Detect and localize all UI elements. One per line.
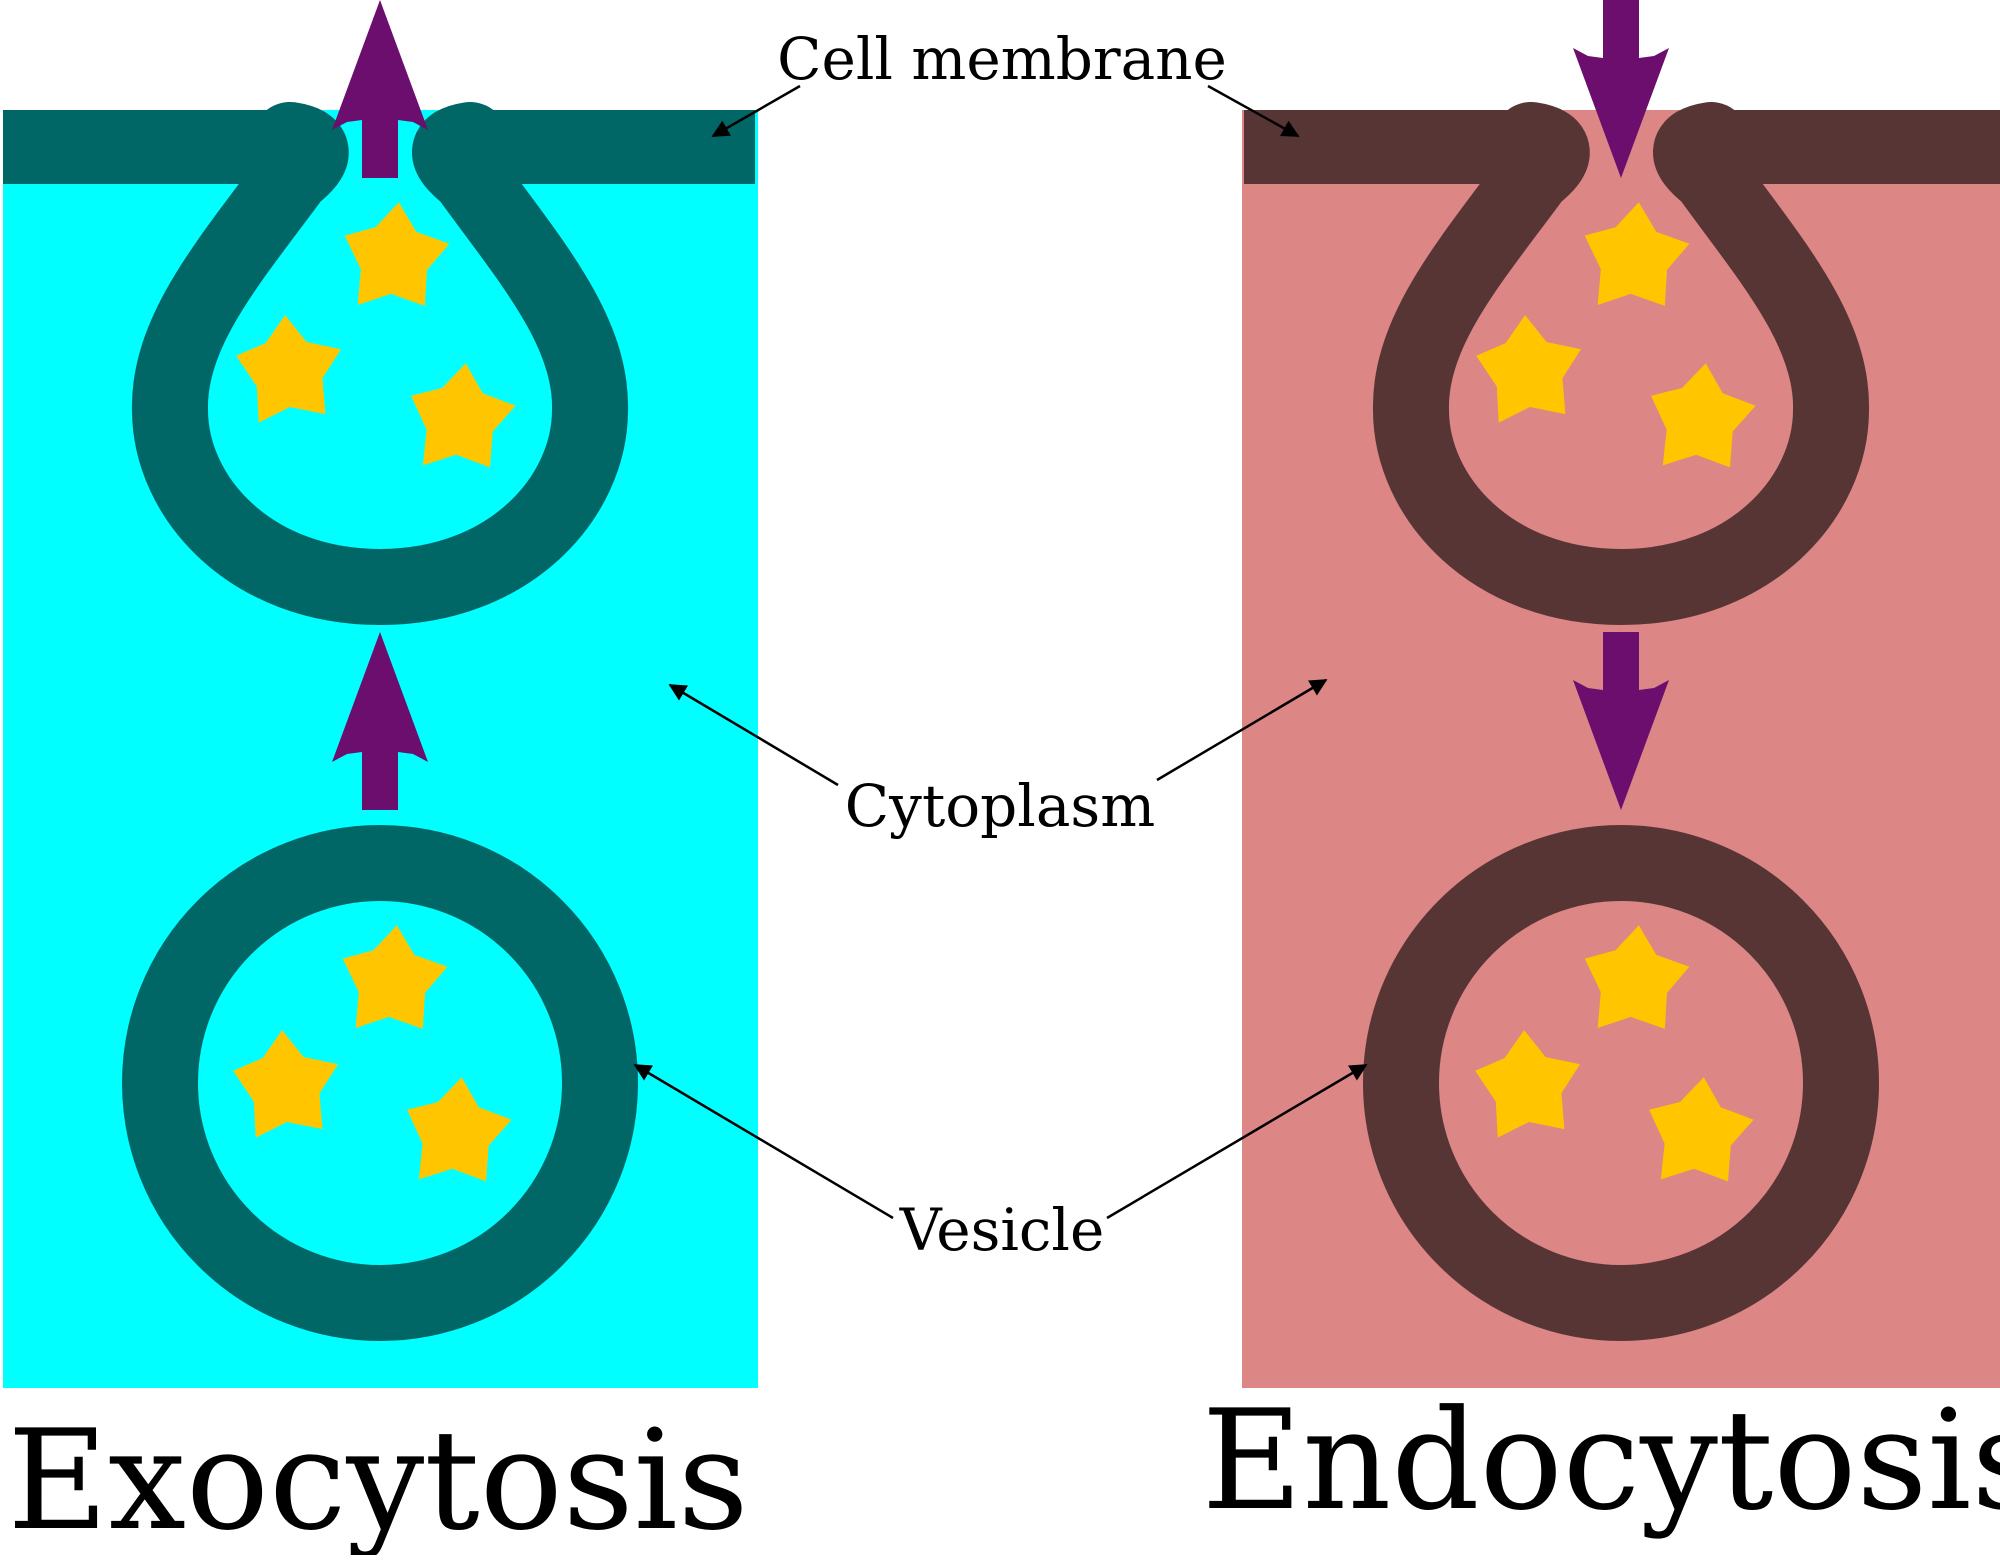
arrow-up-icon xyxy=(332,632,428,810)
endo-membrane-right xyxy=(1706,110,2000,184)
title-endocytosis: Endocytosis xyxy=(1202,1380,2000,1541)
label-cell-membrane: Cell membrane xyxy=(777,25,1227,93)
exo-membrane-left xyxy=(3,110,293,184)
exo-membrane-right xyxy=(465,110,755,184)
pointer-lines xyxy=(633,84,1368,1220)
exocytosis-panel xyxy=(3,0,758,1388)
exo-fusing-vesicle xyxy=(132,102,628,625)
pointer-cell-membrane-right xyxy=(1207,84,1300,138)
pointer-cytoplasm-right xyxy=(1156,678,1328,782)
title-exocytosis: Exocytosis xyxy=(7,1400,748,1555)
arrow-down-icon xyxy=(1573,0,1669,178)
endocytosis-panel xyxy=(1242,0,2000,1388)
label-vesicle: Vesicle xyxy=(899,1196,1105,1264)
label-cytoplasm: Cytoplasm xyxy=(845,772,1155,840)
arrow-down-icon xyxy=(1573,632,1669,810)
pointer-vesicle-left xyxy=(633,1063,894,1220)
endo-vesicle xyxy=(1363,825,1879,1341)
pointer-cell-membrane-left xyxy=(711,84,801,138)
pointer-vesicle-right xyxy=(1106,1063,1368,1220)
exo-vesicle xyxy=(122,825,638,1341)
pointer-cytoplasm-left xyxy=(668,683,839,787)
endo-budding-vesicle xyxy=(1373,102,1869,625)
arrow-up-icon xyxy=(332,0,428,178)
